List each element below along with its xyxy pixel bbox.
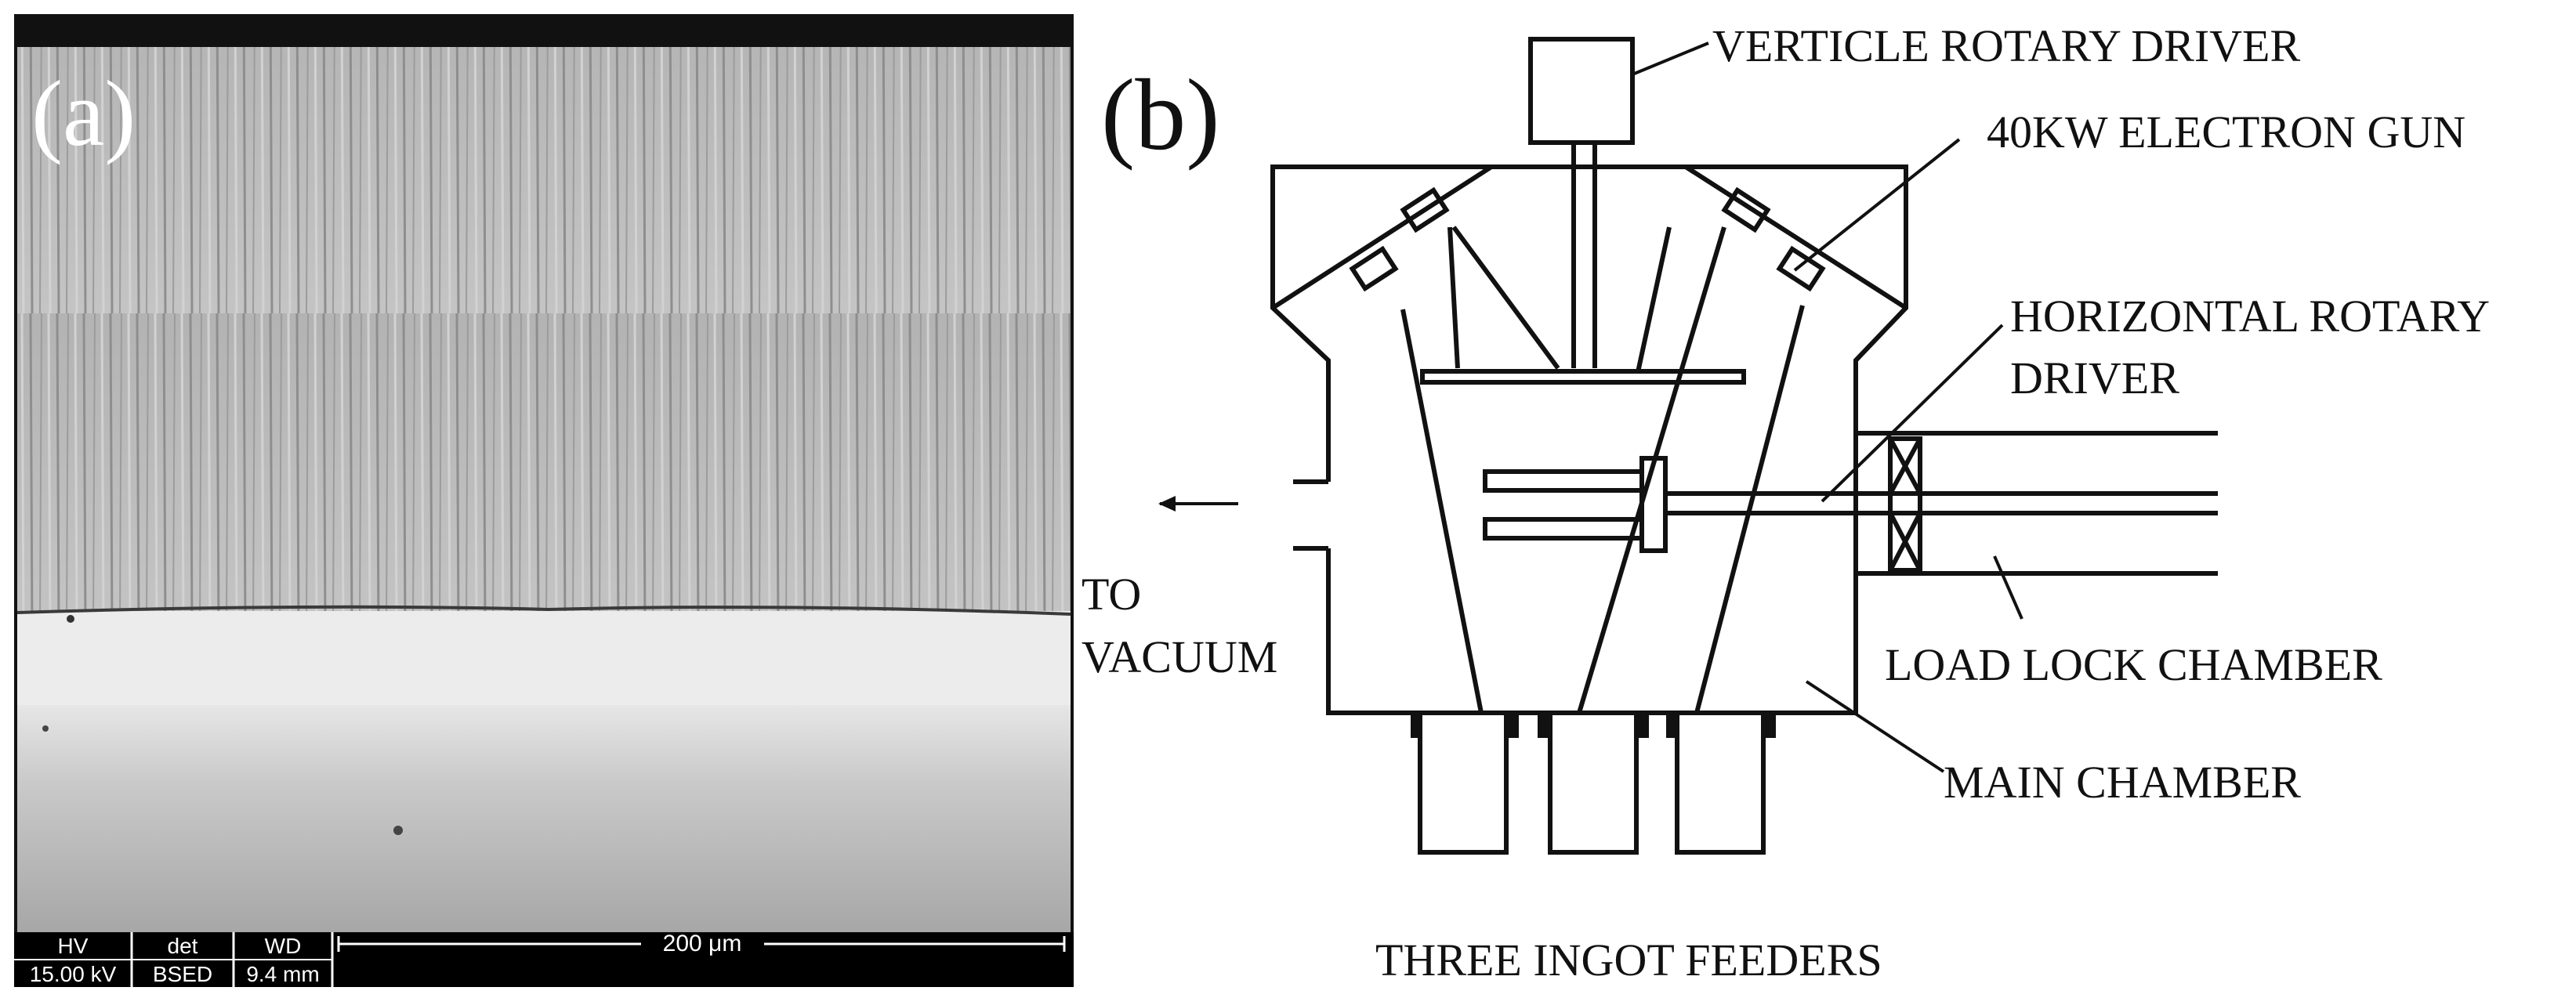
label-horizontal-rotary-driver-line2: DRIVER bbox=[2010, 353, 2179, 403]
interface-line bbox=[16, 605, 1071, 616]
inclusion-spot bbox=[67, 615, 74, 623]
sem-info-bar: HV 15.00 kV det BSED WD 9.4 mm 200 μm bbox=[14, 931, 1074, 987]
wd-value: 9.4 mm bbox=[246, 962, 319, 986]
label-horizontal-rotary-driver-line1: HORIZONTAL ROTARY bbox=[2010, 291, 2490, 342]
label-verticle-rotary-driver: VERTICLE ROTARY DRIVER bbox=[1712, 20, 2300, 71]
scale-bar-label: 200 μm bbox=[663, 931, 742, 956]
inclusion-spot bbox=[42, 725, 49, 732]
label-electron-gun: 40KW ELECTRON GUN bbox=[1987, 107, 2465, 157]
det-header: det bbox=[168, 934, 198, 958]
substrate-layer bbox=[17, 705, 1071, 932]
label-load-lock-chamber: LOAD LOCK CHAMBER bbox=[1885, 639, 2382, 690]
label-to-vacuum-line1: TO bbox=[1081, 569, 1141, 620]
panel-b-label: (b) bbox=[1101, 59, 1220, 172]
horizontal-shaft-upper bbox=[1483, 469, 1644, 493]
label-to-vacuum-line2: VACUUM bbox=[1081, 631, 1277, 682]
ingot-feeder-2 bbox=[1548, 711, 1639, 855]
horizontal-shaft-lower bbox=[1483, 517, 1644, 541]
wd-header: WD bbox=[265, 934, 302, 958]
hv-header: HV bbox=[58, 934, 89, 958]
gun-port-right bbox=[1684, 165, 1908, 310]
verticle-rotary-driver-box bbox=[1528, 37, 1635, 145]
panel-a-label: (a) bbox=[31, 61, 136, 165]
label-main-chamber: MAIN CHAMBER bbox=[1944, 757, 2301, 808]
det-value: BSED bbox=[153, 962, 212, 986]
inclusion-spot bbox=[393, 826, 403, 835]
bond-coat-layer bbox=[17, 611, 1071, 705]
ingot-feeder-3 bbox=[1675, 711, 1766, 855]
columnar-coating-layer bbox=[17, 47, 1071, 611]
label-three-ingot-feeders: THREE INGOT FEEDERS bbox=[1375, 935, 1882, 985]
panel-b-schematic: (b) bbox=[1081, 20, 2490, 985]
substrate-holder-plate bbox=[1420, 369, 1746, 385]
ingot-feeder-1 bbox=[1418, 711, 1509, 855]
horizontal-rotary-hub bbox=[1639, 456, 1668, 553]
gate-valve bbox=[1888, 436, 1922, 573]
gun-port-left bbox=[1271, 165, 1493, 310]
hv-value: 15.00 kV bbox=[30, 962, 117, 986]
panel-a-micrograph: (a) HV 15.00 kV det BSED WD 9.4 mm 200 μ… bbox=[14, 14, 1074, 987]
coating-top-surface bbox=[17, 35, 1071, 47]
